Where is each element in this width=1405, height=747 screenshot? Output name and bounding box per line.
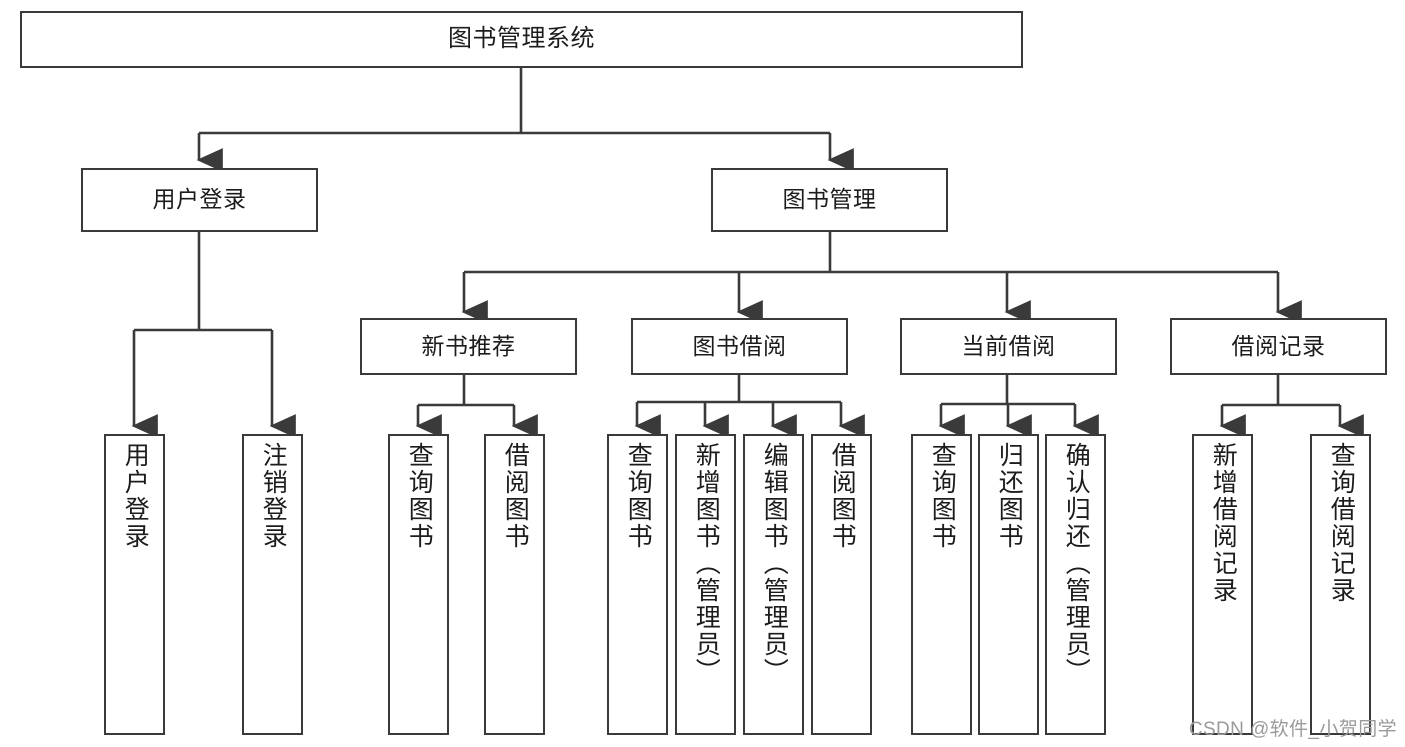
node-leaf-query-book-2[interactable]: 查询图书 xyxy=(607,434,668,735)
node-leaf-query-book-2-label: 查询图书 xyxy=(624,442,653,550)
node-book-borrow-label: 图书借阅 xyxy=(692,332,787,359)
node-leaf-query-book-1[interactable]: 查询图书 xyxy=(388,434,449,735)
node-book-management-label: 图书管理 xyxy=(782,186,877,213)
node-leaf-query-book-1-label: 查询图书 xyxy=(405,442,434,550)
node-leaf-edit-book[interactable]: 编辑图书（管理员） xyxy=(743,434,804,735)
node-leaf-add-record[interactable]: 新增借阅记录 xyxy=(1192,434,1253,735)
node-leaf-borrow-book-2-label: 借阅图书 xyxy=(828,442,857,550)
csdn-watermark: CSDN @软件_小贺同学 xyxy=(1188,719,1397,740)
node-new-book-recommend[interactable]: 新书推荐 xyxy=(360,318,577,375)
node-leaf-add-record-label: 新增借阅记录 xyxy=(1209,442,1238,604)
node-leaf-query-book-3[interactable]: 查询图书 xyxy=(911,434,972,735)
node-leaf-return-book[interactable]: 归还图书 xyxy=(978,434,1039,735)
node-leaf-query-book-3-label: 查询图书 xyxy=(928,442,957,550)
node-root[interactable]: 图书管理系统 xyxy=(20,11,1023,68)
node-borrow-record-label: 借阅记录 xyxy=(1231,332,1326,359)
node-leaf-user-login[interactable]: 用户登录 xyxy=(104,434,165,735)
node-leaf-add-book[interactable]: 新增图书（管理员） xyxy=(675,434,736,735)
node-leaf-query-record[interactable]: 查询借阅记录 xyxy=(1310,434,1371,735)
node-root-label: 图书管理系统 xyxy=(448,25,595,53)
node-leaf-borrow-book-1[interactable]: 借阅图书 xyxy=(484,434,545,735)
node-leaf-logout-label: 注销登录 xyxy=(259,442,288,550)
node-book-management[interactable]: 图书管理 xyxy=(711,168,948,232)
node-user-login[interactable]: 用户登录 xyxy=(81,168,318,232)
node-leaf-logout[interactable]: 注销登录 xyxy=(242,434,303,735)
node-user-login-label: 用户登录 xyxy=(152,186,247,213)
node-leaf-borrow-book-1-label: 借阅图书 xyxy=(501,442,530,550)
node-leaf-user-login-label: 用户登录 xyxy=(121,442,150,550)
node-leaf-confirm-return-label: 确认归还（管理员） xyxy=(1062,442,1091,685)
node-current-borrow[interactable]: 当前借阅 xyxy=(900,318,1117,375)
node-borrow-record[interactable]: 借阅记录 xyxy=(1170,318,1387,375)
node-leaf-confirm-return[interactable]: 确认归还（管理员） xyxy=(1045,434,1106,735)
node-leaf-query-record-label: 查询借阅记录 xyxy=(1327,442,1356,604)
node-leaf-borrow-book-2[interactable]: 借阅图书 xyxy=(811,434,872,735)
node-book-borrow[interactable]: 图书借阅 xyxy=(631,318,848,375)
node-new-book-recommend-label: 新书推荐 xyxy=(421,332,516,359)
node-leaf-add-book-label: 新增图书（管理员） xyxy=(692,442,721,685)
node-leaf-return-book-label: 归还图书 xyxy=(995,442,1024,550)
node-leaf-edit-book-label: 编辑图书（管理员） xyxy=(760,442,789,685)
node-current-borrow-label: 当前借阅 xyxy=(961,332,1056,359)
